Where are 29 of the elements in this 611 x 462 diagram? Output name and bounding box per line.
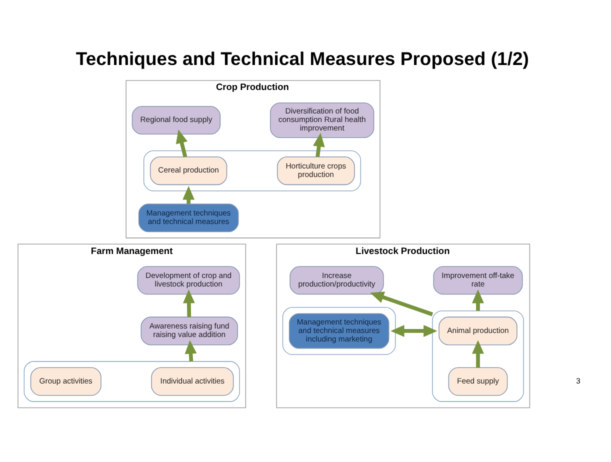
node-box: Animal production xyxy=(438,316,518,346)
node-box: Increase production/productivity xyxy=(290,266,384,295)
arrow xyxy=(184,340,197,362)
node-box: Management techniques and technical measures including marketing xyxy=(288,313,390,349)
arrow xyxy=(176,130,188,158)
node-box: Cereal production xyxy=(150,156,228,186)
arrow xyxy=(182,290,195,318)
cluster xyxy=(432,310,524,402)
node-box: Diversification of food consumption Rural health improvement xyxy=(270,102,374,138)
node-box: Improvement off-take rate xyxy=(433,266,523,295)
node-box: Development of crop and livestock production xyxy=(137,266,240,295)
node-box: Feed supply xyxy=(448,367,508,396)
arrow xyxy=(312,132,325,158)
arrow xyxy=(182,186,195,204)
node-box: Horticulture crops production xyxy=(276,156,355,186)
node-box: Individual activities xyxy=(151,367,234,396)
arrow xyxy=(472,340,484,368)
arrow xyxy=(390,324,438,337)
node-box: Management techniques and technical measures xyxy=(138,204,239,232)
cluster xyxy=(282,307,396,355)
arrow xyxy=(370,292,434,316)
node-box: Group activities xyxy=(30,367,102,396)
cluster xyxy=(24,361,240,402)
diagram-title: Techniques and Technical Measures Proposed (1/2) xyxy=(76,48,529,70)
node-box: Awareness raising fund raising value addition xyxy=(140,316,238,346)
arrow xyxy=(472,290,484,311)
node-box: Regional food supply xyxy=(132,106,221,135)
label: 3 xyxy=(576,376,580,386)
cluster xyxy=(143,150,362,192)
